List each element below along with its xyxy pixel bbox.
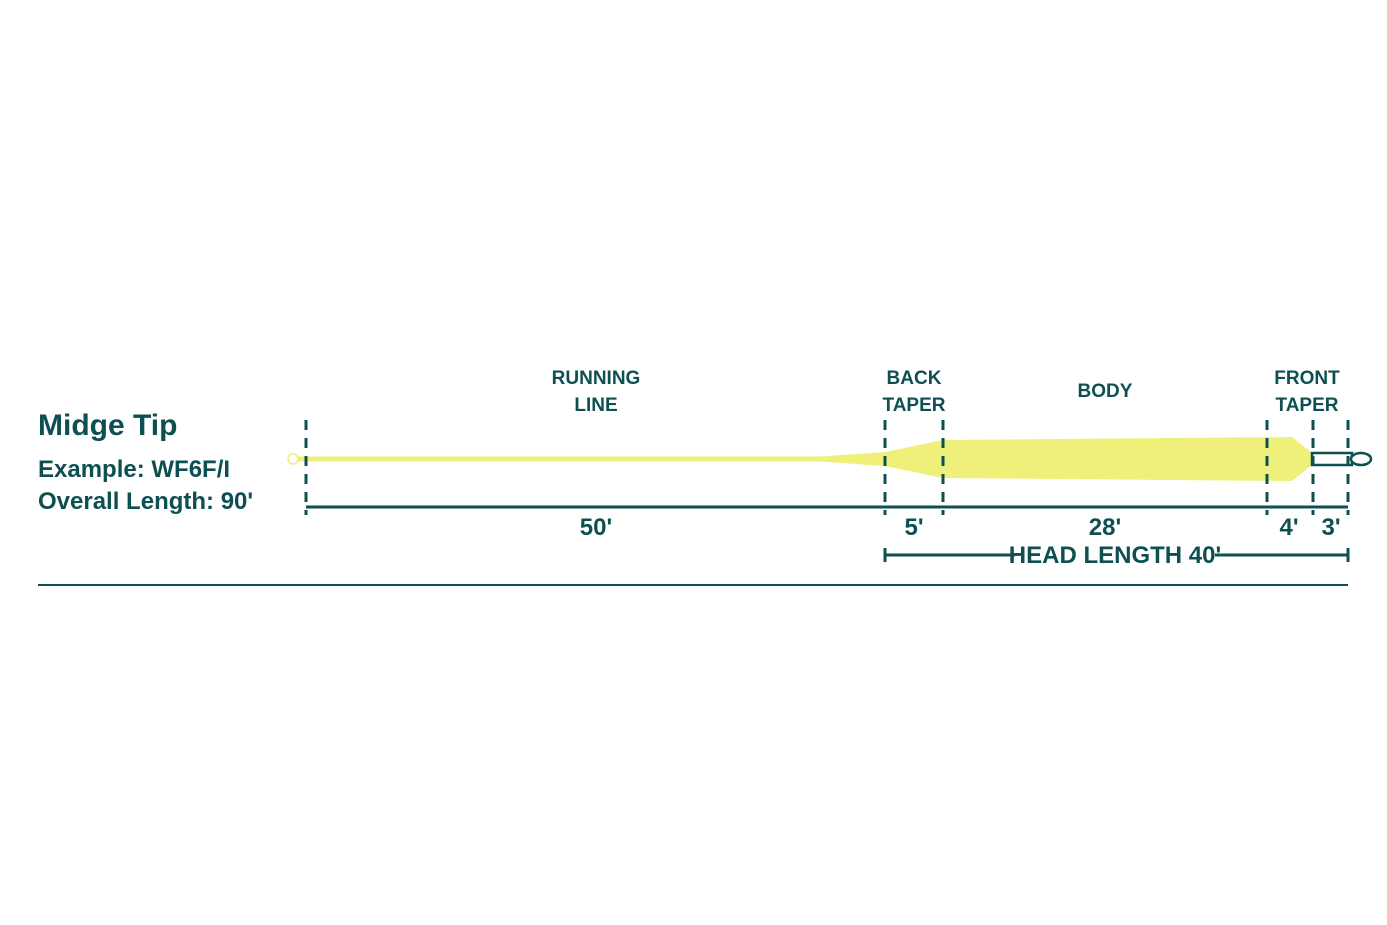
- fly-line-shape: [287, 437, 1373, 481]
- clear-tip: [1310, 451, 1354, 467]
- head-length-label: HEAD LENGTH 40': [1009, 542, 1221, 569]
- length-tip: 3': [1321, 514, 1340, 541]
- label-front-taper-2: TAPER: [1276, 395, 1339, 416]
- overall-length: Overall Length: 90': [38, 488, 253, 515]
- length-front-taper: 4': [1279, 514, 1298, 541]
- head-length-bracket: HEAD LENGTH 40': [883, 542, 1350, 569]
- label-running-line-2: LINE: [574, 395, 617, 416]
- section-dividers: [304, 420, 1350, 515]
- line-title: Midge Tip: [38, 409, 177, 442]
- label-back-taper-1: BACK: [887, 368, 942, 389]
- length-running-line: 50': [580, 514, 612, 541]
- label-back-taper-2: TAPER: [883, 395, 946, 416]
- length-back-taper: 5': [904, 514, 923, 541]
- backing-loop-icon: [287, 453, 299, 465]
- label-front-taper-1: FRONT: [1274, 368, 1340, 389]
- line-example: Example: WF6F/I: [38, 456, 230, 483]
- label-body: BODY: [1078, 381, 1133, 402]
- label-running-line-1: RUNNING: [552, 368, 641, 389]
- welded-loop-icon: [1349, 451, 1373, 467]
- line-profile: [298, 437, 1312, 481]
- length-body: 28': [1089, 514, 1121, 541]
